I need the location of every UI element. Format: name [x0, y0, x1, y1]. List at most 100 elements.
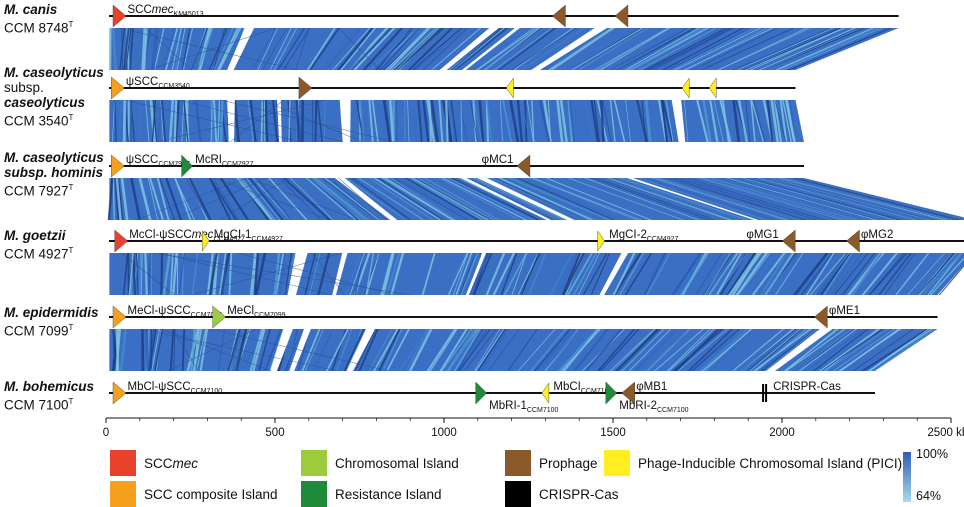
- synteny-stripe: [671, 253, 702, 295]
- synteny-stripe: [841, 253, 876, 295]
- synteny-stripe: [141, 329, 145, 371]
- identity-min-label: 64%: [916, 489, 942, 503]
- synteny-stripe: [542, 100, 552, 142]
- synteny-stripe: [464, 329, 497, 371]
- synteny-stripe: [644, 100, 652, 142]
- synteny-stripe: [583, 178, 700, 220]
- synteny-stripe: [305, 178, 357, 220]
- synteny-stripe: [160, 100, 167, 142]
- synteny-stripe: [297, 329, 311, 371]
- synteny-stripe: [728, 253, 759, 295]
- feature-arrow: [112, 381, 127, 405]
- synteny-stripe: [453, 329, 481, 371]
- synteny-stripe: [714, 178, 866, 220]
- synteny-stripe: [408, 329, 433, 371]
- synteny-stripe: [430, 28, 482, 70]
- synteny-stripe: [305, 329, 324, 371]
- synteny-stripe: [850, 253, 883, 295]
- synteny-stripe: [384, 178, 455, 220]
- synteny-stripe: [668, 329, 715, 371]
- synteny-link: [135, 177, 247, 221]
- synteny-stripe: [154, 329, 164, 371]
- synteny-stripe: [484, 329, 518, 371]
- synteny-stripe: [741, 329, 797, 371]
- synteny-stripe: [485, 100, 493, 142]
- synteny-stripe: [188, 178, 212, 220]
- synteny-link: [124, 99, 302, 143]
- feature-resistance-island: MbRI-2CCM7100: [605, 381, 689, 414]
- synteny-stripe: [422, 100, 430, 142]
- synteny-stripe: [602, 100, 612, 142]
- synteny-stripe: [479, 329, 510, 371]
- synteny-stripe: [129, 28, 134, 70]
- synteny-stripe: [378, 178, 443, 220]
- synteny-stripe: [878, 253, 912, 295]
- feature-crispr-cas: CRISPR-Cas: [762, 381, 841, 402]
- synteny-stripe: [469, 178, 563, 220]
- synteny-stripe: [787, 28, 893, 70]
- synteny-stripe: [599, 28, 671, 70]
- synteny-stripe: [174, 178, 192, 220]
- synteny-stripe: [450, 100, 458, 142]
- strain-label: CCM 7100T: [4, 397, 74, 413]
- x-axis-tick-label: 500: [265, 427, 284, 439]
- synteny-gap: [671, 100, 686, 142]
- synteny-stripe: [497, 28, 557, 70]
- x-axis-tick-label: 2000: [769, 427, 795, 439]
- synteny-stripe: [193, 329, 200, 371]
- synteny-stripe: [503, 253, 528, 295]
- synteny-stripe: [152, 28, 159, 70]
- synteny-link: [262, 27, 288, 71]
- x-axis-tick-label: 1500: [600, 427, 626, 439]
- synteny-stripe: [151, 28, 157, 70]
- feature-label: SCCmecKM45013: [128, 4, 204, 18]
- feature-pici: MgCI-2CCM4927: [597, 229, 678, 252]
- synteny-stripe: [140, 253, 143, 295]
- synteny-stripe: [773, 100, 782, 142]
- synteny-stripe: [516, 178, 622, 220]
- synteny-stripe: [633, 329, 679, 371]
- synteny-stripe: [174, 28, 182, 70]
- synteny-band: [109, 328, 938, 372]
- synteny-stripe: [346, 28, 383, 70]
- synteny-stripe: [726, 253, 757, 295]
- synteny-stripe: [114, 100, 117, 142]
- synteny-stripe: [295, 100, 300, 142]
- synteny-stripe: [120, 178, 129, 220]
- synteny-stripe: [283, 28, 311, 70]
- synteny-stripe: [162, 253, 172, 295]
- synteny-stripe: [308, 178, 363, 220]
- synteny-stripe: [173, 329, 176, 371]
- synteny-stripe: [805, 253, 835, 295]
- synteny-stripe: [117, 100, 123, 142]
- synteny-stripe: [407, 28, 454, 70]
- synteny-stripe: [529, 178, 638, 220]
- identity-gradient-bar: [903, 452, 911, 502]
- subspecies-prefix: subsp.: [4, 80, 44, 95]
- synteny-stripe: [556, 100, 564, 142]
- synteny-stripe: [301, 329, 321, 371]
- synteny-stripe: [766, 100, 774, 142]
- synteny-stripe: [572, 253, 598, 295]
- legend-swatch: [301, 450, 327, 476]
- genome-label-caseolyticus-hominis: M. caseolyticus subsp. hominis CCM 7927T: [4, 150, 104, 199]
- synteny-stripe: [540, 28, 609, 70]
- synteny-stripe: [722, 178, 875, 220]
- legend-scc-composite-island: SCC composite Island: [110, 481, 278, 507]
- synteny-stripe: [793, 253, 828, 295]
- synteny-stripe: [752, 329, 812, 371]
- species-name: M. canis: [4, 2, 58, 17]
- species-name: M. caseolyticus: [4, 150, 104, 165]
- synteny-stripe: [397, 28, 441, 70]
- synteny-stripe: [779, 178, 944, 220]
- synteny-stripe: [695, 253, 723, 295]
- synteny-stripe: [707, 253, 736, 295]
- synteny-stripe: [770, 100, 780, 142]
- feature-pici: MbCICCM7100: [541, 381, 613, 404]
- synteny-stripe: [868, 253, 905, 295]
- synteny-stripe: [417, 100, 423, 142]
- synteny-stripe: [450, 178, 540, 220]
- synteny-stripe: [702, 100, 712, 142]
- synteny-stripe: [584, 329, 623, 371]
- synteny-stripe: [938, 265, 964, 295]
